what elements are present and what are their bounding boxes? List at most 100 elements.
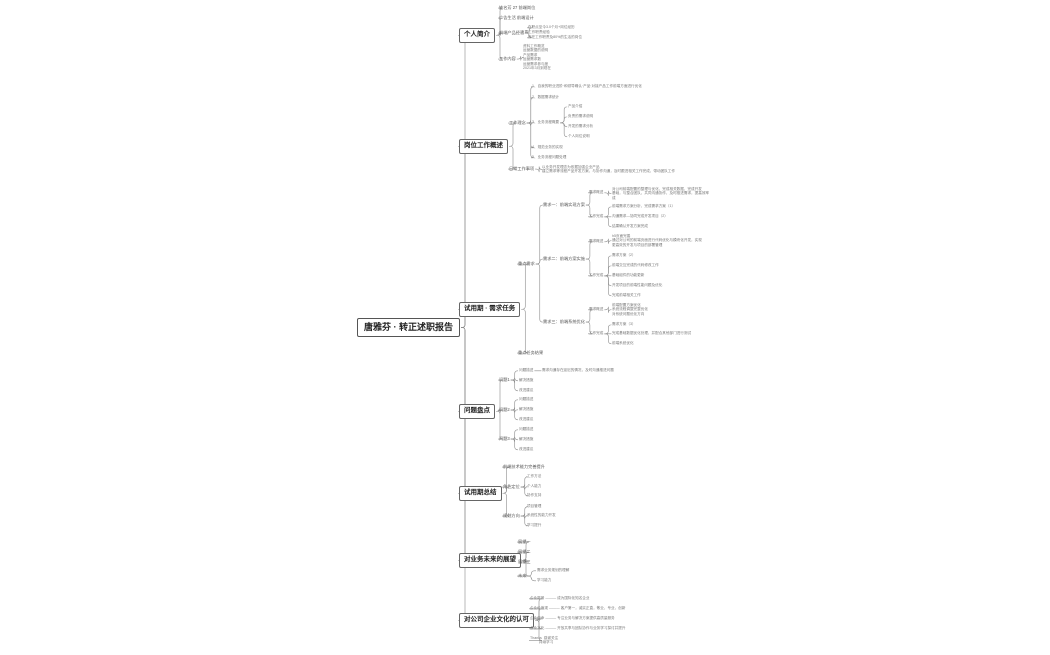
leaf-item[interactable]: 学习能力 <box>537 578 552 582</box>
leaf-item[interactable]: 1、自我的职业进阶·和领导确认·产品·对接产品工作前端方面进行优化 <box>532 84 642 88</box>
branch-item[interactable]: 需求二：前端方案实施 <box>543 256 585 261</box>
leaf-item[interactable]: 工作完成 <box>589 331 604 335</box>
branch-item[interactable]: 展望二 <box>518 549 531 554</box>
leaf-item[interactable]: 需求方案（3） <box>612 322 636 326</box>
branch-item[interactable]: 需求一：前端实现方案 <box>543 202 585 207</box>
branch-item[interactable]: 未来 <box>518 573 527 578</box>
leaf-item[interactable]: 学习提升 <box>527 523 542 527</box>
branch-item[interactable]: 广告生活 前端设计 <box>499 15 534 20</box>
branch-item[interactable]: 问题1 <box>499 377 510 382</box>
leaf-item[interactable]: 结果确认开发方案完成 <box>612 224 648 228</box>
branch-item[interactable]: 工作内容 <box>499 56 516 61</box>
leaf-item[interactable]: 问题描述 <box>519 368 534 372</box>
leaf-item[interactable]: 协作支持 <box>527 493 542 497</box>
leaf-item[interactable]: 改进建议 <box>519 447 534 451</box>
leaf-item[interactable]: 4、规范业务的实现 <box>532 145 563 149</box>
leaf-item[interactable]: 企业价值观 ——— 客户第一，诚实正直，敬业，专业，创新 <box>530 606 626 610</box>
leaf-item[interactable]: 对公司前端配置的整理与优化，完成相关数据，完成开发 基础，与整合团队，共同沟通协… <box>612 187 710 200</box>
leaf-item[interactable]: 资料工作概览 运营数据的说明 产品需求 运营需求数 运营需求参与度 2021年3… <box>523 44 551 71</box>
leaf-item[interactable]: 在职点至今3.0个月+岗位经历 <box>528 25 575 29</box>
leaf-item[interactable]: 前端配置方案优化 系统流程调整完整优化 对系统问题优化方向 <box>612 303 648 316</box>
branch-item[interactable]: 展望三 <box>518 559 531 564</box>
leaf-item[interactable]: 前端交互完成的代码修改工作 <box>612 263 659 267</box>
branch-item[interactable]: 需求三：前端系统优化 <box>543 319 585 324</box>
branch-item[interactable]: 展望一 <box>518 539 531 544</box>
connector <box>604 206 612 218</box>
connector <box>604 275 612 297</box>
leaf-item[interactable]: 个人岗位说明 <box>568 134 590 138</box>
leaf-item[interactable]: 企业使命 ——— 专注业务与解决方案提供高质量服务 <box>530 616 615 620</box>
leaf-item[interactable]: 沟通需求—协同完成开发项目（2） <box>612 214 668 218</box>
leaf-item[interactable]: 个人能力 <box>527 484 542 488</box>
connector <box>458 34 469 328</box>
topic-probation-tasks[interactable]: 试用期 · 需求任务 <box>459 302 521 317</box>
branch-item[interactable]: 前端产品经验 <box>499 30 525 35</box>
leaf-item[interactable]: 前端需求方案分析，完成需求方案（1） <box>612 204 676 208</box>
leaf-item[interactable]: 需求业务规划的理解 <box>537 568 570 572</box>
leaf-item[interactable]: 企业愿景 ——— 成为国际化知名企业 <box>530 596 590 600</box>
branch-item[interactable]: 角色定位 <box>503 484 520 489</box>
branch-item[interactable]: 工作理念 <box>509 120 526 125</box>
leaf-item[interactable]: 问题描述 <box>519 427 534 431</box>
leaf-item[interactable]: 基础组件的功能更新 <box>612 273 645 277</box>
connector <box>604 190 612 196</box>
leaf-item[interactable]: 前端系统优化 <box>612 341 634 345</box>
branch-item[interactable]: 日常工作事项 <box>509 166 535 171</box>
leaf-item[interactable]: 企业文化 ——— 开放共享与团队协作与业务学习探讨并提升 <box>530 626 626 630</box>
leaf-item[interactable]: 2、数据需求统计 <box>532 95 560 99</box>
leaf-item[interactable]: 需求概述 <box>589 190 604 194</box>
topic-personal-intro[interactable]: 个人简介 <box>459 28 495 43</box>
connector <box>585 192 593 206</box>
leaf-item[interactable]: 项目管理 <box>527 504 542 508</box>
branch-item[interactable]: 前端技术能力完善提升 <box>503 464 545 469</box>
topic-future-outlook[interactable]: 对业务未来的展望 <box>459 553 521 568</box>
leaf-item[interactable]: 解决措施 <box>519 407 534 411</box>
branch-item[interactable]: 问题2 <box>499 407 510 412</box>
connector <box>585 258 593 277</box>
leaf-item[interactable]: 解决措施 <box>519 378 534 382</box>
leaf-item[interactable]: 开发项目的前端性能问题及优化 <box>612 283 663 287</box>
leaf-item[interactable]: 改进建议 <box>519 388 534 392</box>
connector <box>585 321 593 335</box>
leaf-item[interactable]: 工作完成 <box>589 273 604 277</box>
leaf-item[interactable]: 完成基础数据优化处理，并配合其他部门进行测试 <box>612 331 692 335</box>
connector <box>560 116 568 124</box>
leaf-item[interactable]: 解决措施 <box>519 437 534 441</box>
leaf-item[interactable]: 工作完成 <box>589 214 604 218</box>
topic-issue-review[interactable]: 问题盘点 <box>459 404 495 419</box>
leaf-item[interactable]: 需求方案（2） <box>612 253 636 257</box>
leaf-item[interactable]: 5、业务流程问题处理 <box>532 155 567 159</box>
leaf-item[interactable]: h5页面完善 通过对公司的前端页面进行代码优化与模块化开发，实现 更高效的开发与… <box>612 234 702 247</box>
leaf-item[interactable]: Thanks 感谢关注 持续学习 <box>530 636 559 645</box>
leaf-item[interactable]: 开发的需求分析 <box>568 124 594 128</box>
connector <box>604 306 612 313</box>
topic-job-overview[interactable]: 岗位工作概述 <box>459 139 508 154</box>
leaf-item[interactable]: 需求沟通存在延迟的情况，及时沟通推进问题 <box>542 368 614 372</box>
connector <box>520 486 528 497</box>
branch-item[interactable]: 问题3 <box>499 436 510 441</box>
leaf-item[interactable]: 系统性的能力开发 <box>527 513 556 517</box>
leaf-item[interactable]: 完成前端相关工作 <box>612 293 641 297</box>
root-node[interactable]: 唐雅芬 · 转正述职报告 <box>357 318 460 337</box>
branch-item[interactable]: 规划方向 <box>503 513 520 518</box>
leaf-item[interactable]: 需求概述 <box>589 307 604 311</box>
connector <box>517 551 530 561</box>
topic-culture-recognition[interactable]: 对公司企业文化的认可 <box>459 613 534 628</box>
leaf-item[interactable]: 3、业务流程概要 <box>532 120 560 124</box>
leaf-item[interactable]: 问题描述 <box>519 397 534 401</box>
leaf-item[interactable]: 产品介绍 <box>568 104 583 108</box>
leaf-item[interactable]: 需求概述 <box>589 239 604 243</box>
connector <box>535 204 543 265</box>
branch-item[interactable]: 姓名芳 27 前端岗位 <box>499 5 536 10</box>
topic-probation-summary[interactable]: 试用期总结 <box>459 486 502 501</box>
leaf-item[interactable]: 工作方法 <box>527 474 542 478</box>
leaf-item[interactable]: 以业务开发理念为依据加强企业产品 建立需求等流程产品开发方案，与协作沟通，及时跟… <box>542 165 675 174</box>
connector <box>517 263 529 310</box>
connector <box>525 32 533 39</box>
branch-item[interactable]: 重点需求 <box>518 261 535 266</box>
leaf-item[interactable]: 负责的需求说明 <box>568 114 594 118</box>
branch-item[interactable]: 重点任务结果 <box>518 350 544 355</box>
leaf-item[interactable]: 所在工作职责及80%的生活的岗位 <box>528 35 582 39</box>
leaf-item[interactable]: 改进建议 <box>519 417 534 421</box>
connector <box>526 122 534 159</box>
